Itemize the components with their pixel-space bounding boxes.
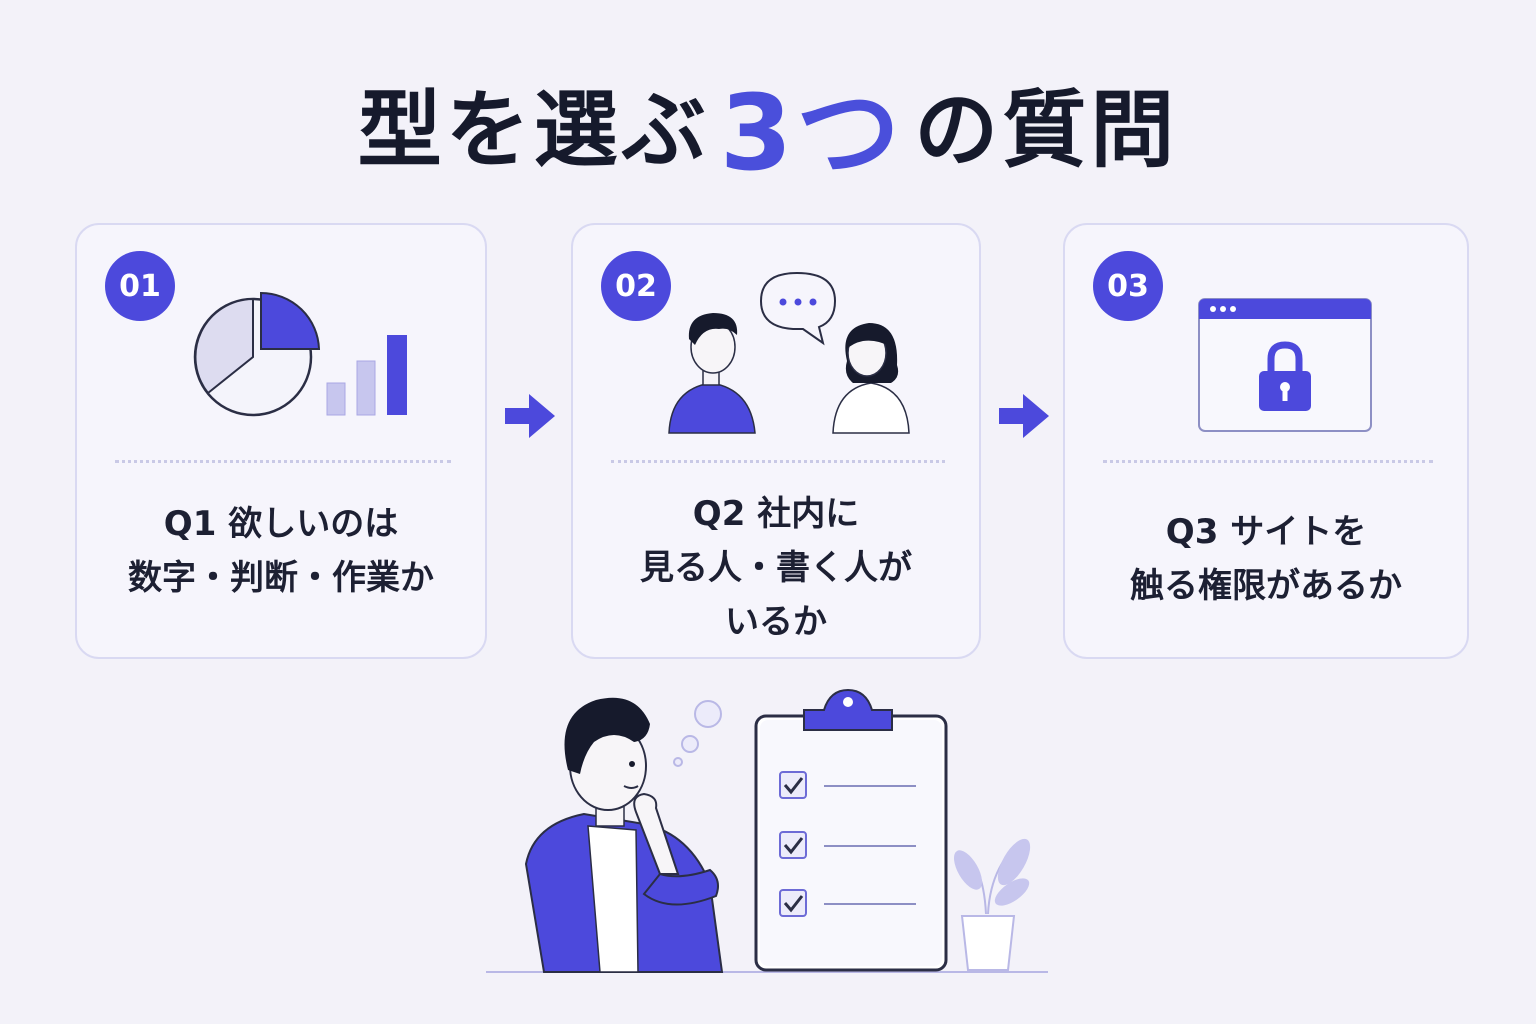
title-accent: 3つ <box>719 71 905 194</box>
question-text-3: Q3 サイトを 触る権限があるか <box>1075 505 1457 613</box>
card-divider <box>611 460 945 463</box>
question-line: 触る権限があるか <box>1130 566 1402 606</box>
question-text-2: Q2 社内に 見る人・書く人が いるか <box>583 487 969 649</box>
question-line: いるか <box>725 602 827 642</box>
title-prefix: 型を選ぶ <box>357 80 710 179</box>
two-people-talking-icon <box>668 271 910 434</box>
step-badge-03: 03 <box>1093 251 1163 321</box>
checklist-clipboard-icon <box>754 688 948 972</box>
card-divider <box>115 460 451 463</box>
question-text-1: Q1 欲しいのは 数字・判断・作業か <box>87 497 475 605</box>
question-card-3: 03 Q3 サイトを 触る権限があるか <box>1063 223 1469 659</box>
question-line: Q1 欲しいのは <box>163 504 399 544</box>
browser-lock-icon <box>1198 298 1372 432</box>
question-card-2: 02 Q2 社内に 見る人・書く人が いるか <box>571 223 981 659</box>
step-badge-01: 01 <box>105 251 175 321</box>
arrow-right-icon <box>505 394 555 438</box>
step-badge-02: 02 <box>601 251 671 321</box>
question-line: 見る人・書く人が <box>640 548 912 588</box>
bottom-illustration <box>486 688 1048 973</box>
page-title: 型を選ぶ 3つ の質問 <box>0 58 1536 194</box>
plant-pot-icon <box>954 838 1031 971</box>
question-line: Q2 社内に <box>692 494 860 534</box>
card-divider <box>1103 460 1433 463</box>
title-suffix: の質問 <box>914 80 1179 179</box>
question-line: 数字・判断・作業か <box>128 558 434 598</box>
thinking-man-icon <box>524 697 724 973</box>
arrow-right-icon <box>999 394 1049 438</box>
question-line: Q3 サイトを <box>1165 512 1367 552</box>
pie-and-bar-chart-icon <box>193 291 407 417</box>
question-card-1: 01 Q1 欲しいのは 数字・判断・作業か <box>75 223 487 659</box>
